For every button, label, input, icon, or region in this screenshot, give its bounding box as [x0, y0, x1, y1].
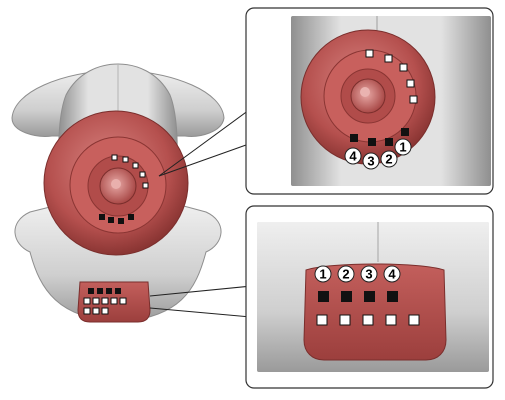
- indicator-filled: [128, 214, 134, 220]
- bottom-empty-indicators: [316, 314, 420, 326]
- number-badge: 3: [360, 265, 378, 283]
- indicator-filled: [318, 291, 329, 302]
- indicator-filled: [97, 288, 103, 294]
- indicator-empty: [409, 95, 418, 104]
- number-badge-label: 2: [342, 267, 349, 282]
- indicator-empty: [316, 314, 328, 326]
- indicator-empty: [83, 307, 91, 315]
- indicator-filled: [88, 288, 94, 294]
- number-badge-circle: [344, 147, 362, 165]
- indicator-empty: [408, 314, 420, 326]
- number-badge: 2: [337, 265, 355, 283]
- bottom-filled-indicators: [318, 291, 398, 302]
- top-empty-indicators: [365, 49, 418, 104]
- indicator-filled: [341, 291, 352, 302]
- bottom-indicator-panel: [303, 263, 447, 361]
- top-filled-indicators: [350, 128, 409, 146]
- indicator-empty: [384, 54, 393, 63]
- number-badge-circle: [380, 150, 398, 168]
- indicator-empty: [139, 171, 146, 178]
- indicator-empty: [92, 307, 100, 315]
- knob-center-dimple: [360, 87, 370, 97]
- indicator-empty: [83, 297, 91, 305]
- indicator-filled: [368, 138, 376, 146]
- number-badge-circle: [314, 265, 332, 283]
- indicator-filled: [99, 214, 105, 220]
- callout-leader-line: [149, 101, 263, 319]
- indicator-empty: [142, 182, 149, 189]
- knob-empty-indicators: [111, 154, 149, 189]
- indicator-empty: [362, 314, 374, 326]
- indicator-empty: [122, 156, 129, 163]
- number-badge-circle: [360, 265, 378, 283]
- indicator-empty: [385, 314, 397, 326]
- number-badge: 2: [380, 150, 398, 168]
- knob-filled-indicators: [99, 214, 134, 224]
- panel-empty-indicators: [83, 297, 127, 315]
- indicator-empty: [119, 297, 127, 305]
- number-badge-label: 1: [319, 267, 326, 282]
- number-badge: 1: [394, 138, 412, 156]
- indicator-empty: [101, 297, 109, 305]
- number-badge: 4: [383, 265, 401, 283]
- bottom-callout: 1 2 3 4: [245, 205, 494, 389]
- number-badge-label: 1: [399, 140, 406, 155]
- indicator-empty: [339, 314, 351, 326]
- number-badge: 1: [314, 265, 332, 283]
- indicator-filled: [115, 288, 121, 294]
- number-badge-label: 3: [365, 267, 372, 282]
- bottom-number-labels: 1 2 3 4: [314, 265, 401, 283]
- indicator-filled: [350, 134, 358, 142]
- indicator-filled: [387, 291, 398, 302]
- number-badge-label: 4: [349, 149, 357, 164]
- indicator-filled: [106, 288, 112, 294]
- number-badge-circle: [394, 138, 412, 156]
- indicator-empty: [92, 297, 100, 305]
- number-badge-circle: [337, 265, 355, 283]
- number-badge: 3: [362, 152, 380, 170]
- indicator-filled: [364, 291, 375, 302]
- number-badge-label: 4: [388, 267, 396, 282]
- indicator-filled: [401, 128, 409, 136]
- number-badge: 4: [344, 147, 362, 165]
- indicator-empty: [101, 307, 109, 315]
- indicator-empty: [110, 297, 118, 305]
- overview-panel: [77, 281, 151, 323]
- indicator-filled: [118, 218, 124, 224]
- indicator-empty: [111, 154, 118, 161]
- panel-filled-indicators: [88, 288, 121, 294]
- indicator-empty: [365, 49, 374, 58]
- indicator-empty: [399, 63, 408, 72]
- indicator-empty: [132, 162, 139, 169]
- number-badge-circle: [383, 265, 401, 283]
- indicator-filled: [108, 217, 114, 223]
- overview-knob: [43, 110, 189, 256]
- indicator-empty: [406, 79, 415, 88]
- knob-center-dimple: [111, 179, 121, 189]
- indicator-filled: [385, 138, 393, 146]
- number-badge-circle: [362, 152, 380, 170]
- number-badge-label: 3: [367, 154, 374, 169]
- number-badge-label: 2: [385, 152, 392, 167]
